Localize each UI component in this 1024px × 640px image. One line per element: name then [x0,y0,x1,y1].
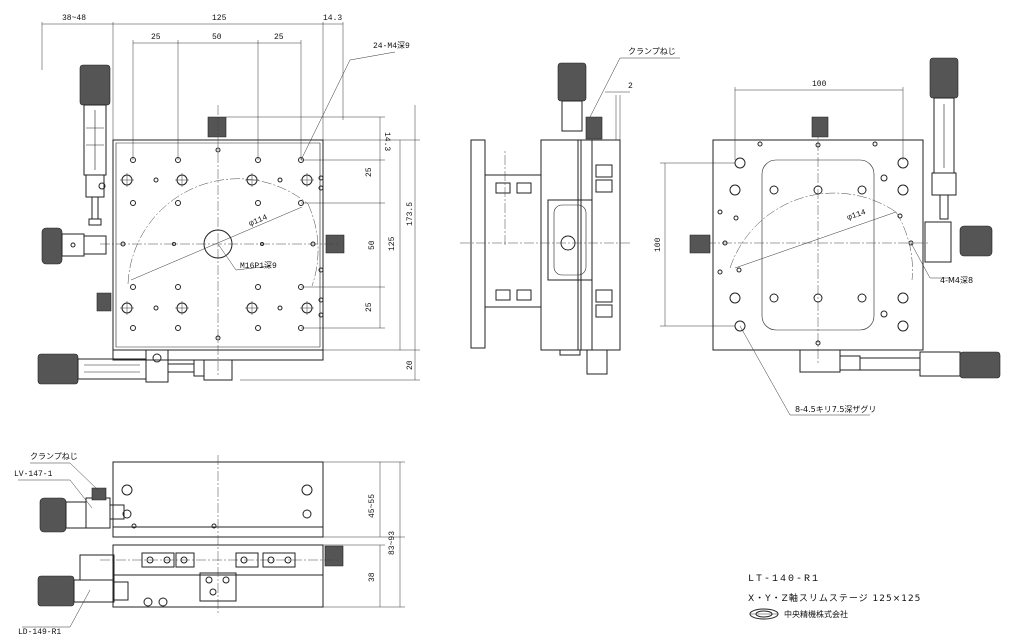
side-view: クランプねじ 2 [460,47,680,374]
dim-pitch-50: 50 [212,33,222,42]
dim-pitch-25b: 25 [274,33,284,42]
dim-front-45-55: 45~55 [368,494,377,518]
label-clamp-front: クランプねじ [30,452,78,461]
dim-right-20: 20 [406,360,415,370]
top-dimensions [42,22,420,380]
dim-bottom-100-v: 100 [654,237,663,252]
label-center-hole: M16P1深9 [240,261,277,271]
dim-width-125: 125 [212,14,227,23]
label-tapped-holes-bottom: 4-M4深8 [940,276,973,285]
product-description: X・Y・Z軸スリムステージ 125×125 [748,592,921,604]
title-block: LT-140-R1 X・Y・Z軸スリムステージ 125×125 中央精機株式会社 [748,574,921,620]
z-micrometer [925,58,992,262]
dim-pitch-25a: 25 [151,33,161,42]
dim-right-50: 50 [368,240,377,250]
dim-left-offset: 38~48 [62,14,86,23]
company-name: 中央精機株式会社 [784,609,848,619]
top-dim-labels: 38~48 125 14.3 25 50 25 24-M4深9 φ114 M16… [62,14,415,370]
label-counterbore: 8-4.5キリ7.5深ザグリ [795,404,876,414]
dim-gap-2: 2 [628,82,633,91]
dim-right-14-3: 14.3 [382,132,391,151]
label-ld: LD-149-R1 [18,628,61,637]
company-logo [749,608,779,620]
bottom-holes [718,142,913,345]
dim-right-25a: 25 [365,167,374,177]
dim-bottom-100-h: 100 [812,80,827,89]
dim-right-25b: 25 [365,302,374,312]
dim-front-38: 38 [368,572,377,582]
x-micrometer [38,350,232,384]
label-pcd-bottom: φ114 [846,208,867,223]
label-pcd-top: φ114 [248,213,269,229]
dim-right-offset: 14.3 [323,14,342,23]
y-micrometer [80,65,110,225]
dim-right-173-5: 173.5 [406,202,415,226]
label-clamp-side: クランプねじ [628,47,676,56]
top-view: 38~48 125 14.3 25 50 25 24-M4深9 φ114 M16… [38,14,420,384]
left-adjust-knob [42,228,106,264]
bottom-view: 100 100 φ114 4-M4深8 8-4.5キリ7.5深ザグリ [654,58,1000,415]
label-tapped-holes-top: 24-M4深9 [373,41,410,51]
dim-front-83-93: 83~93 [388,531,397,555]
front-view: クランプねじ LV-147-1 LD-149-R1 45~55 83~93 38 [14,452,405,637]
model-number: LT-140-R1 [748,574,820,585]
label-lv: LV-147-1 [14,470,53,479]
dim-right-125: 125 [388,236,397,251]
bottom-micrometer [800,350,1000,378]
